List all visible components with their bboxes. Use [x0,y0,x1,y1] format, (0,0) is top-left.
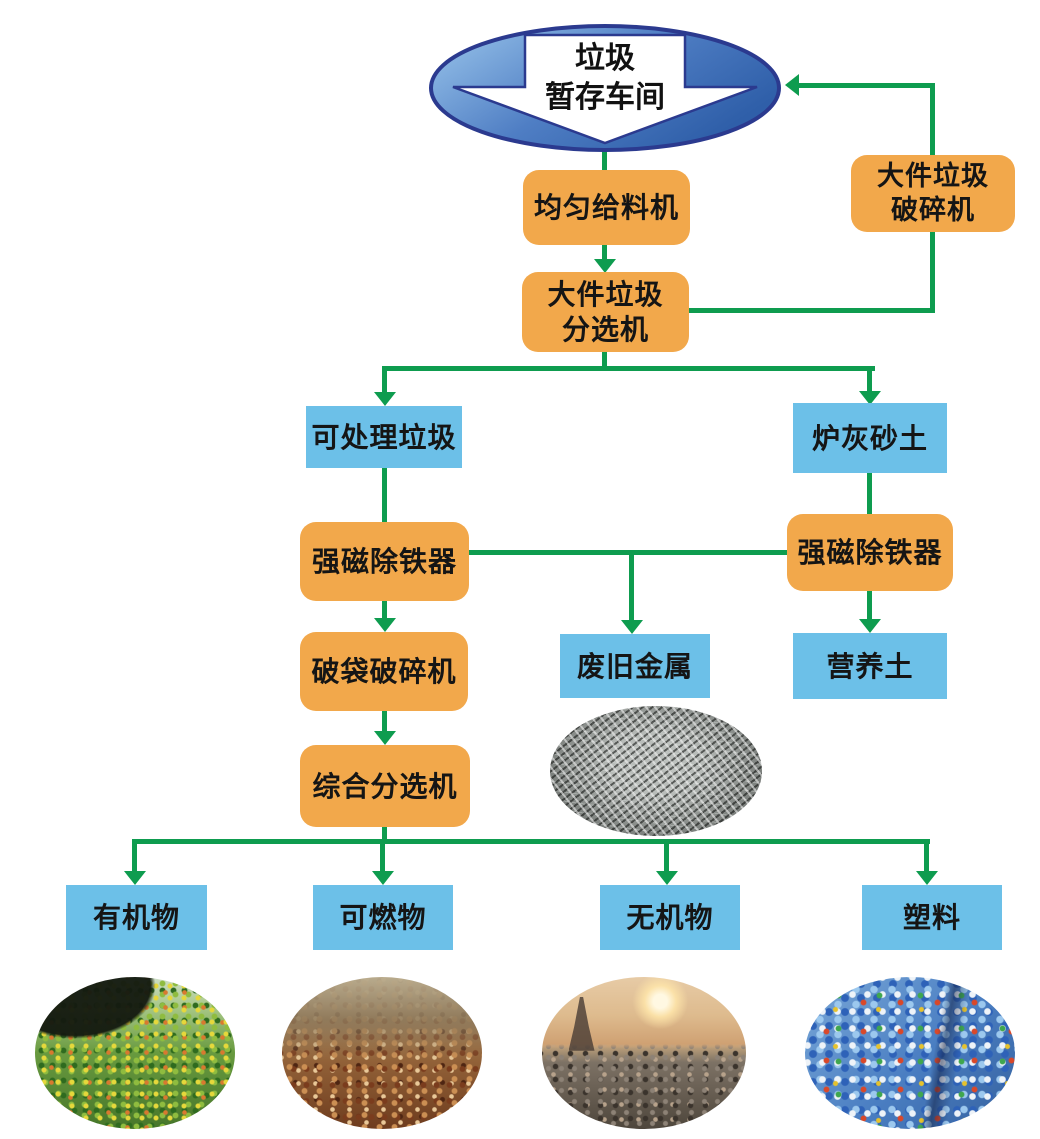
transmission-tower-silhouette [568,996,595,1051]
node-furnace-ash: 炉灰砂土 [793,403,947,473]
connector-ash-to-magnet [867,471,872,516]
connector-bag-to-comprehensive [382,709,387,731]
node-scrap-metal: 废旧金属 [560,634,710,698]
arrowhead-into-scrap-metal [621,620,643,634]
node-comprehensive-sorter: 综合分选机 [300,745,470,827]
connector-to-organic [132,839,137,871]
arrowhead-into-storage [785,74,799,96]
connector-to-plastic [924,839,929,871]
connector-to-scrap-metal [629,550,634,620]
node-magnet-separator-left: 强磁除铁器 [300,522,469,601]
connector-sorter-to-crusher-horizontal [688,308,935,313]
arrowhead-into-ash [859,391,881,405]
storage-workshop-label: 垃圾 暂存车间 [545,41,665,115]
scrap-metal-photo [550,706,762,836]
down-arrow-shape [452,33,758,145]
connector-sorter-down [602,350,607,371]
arrowhead-into-organic [124,871,146,885]
connector-to-processable [382,366,387,392]
node-inorganic-matter: 无机物 [600,885,740,950]
node-feeder: 均匀给料机 [523,170,690,245]
connector-branch-1 [383,366,875,371]
node-nutrient-soil: 营养土 [793,633,947,699]
arrowhead-into-nutrient [859,619,881,633]
organic-waste-photo [35,977,235,1129]
node-combustible-matter: 可燃物 [313,885,453,950]
arrowhead-into-processable [374,392,396,406]
node-bulky-waste-crusher: 大件垃圾 破碎机 [851,155,1015,232]
connector-storage-to-feeder [602,148,607,172]
connector-crusher-to-storage-horizontal [799,83,934,88]
arrowhead-into-combustible [372,871,394,885]
node-plastic: 塑料 [862,885,1002,950]
arrowhead-into-bag-crusher [374,618,396,632]
connector-processable-to-magnet [382,466,387,524]
connector-to-combustible [380,839,385,871]
connector-to-inorganic [664,839,669,871]
plastic-bottles-photo [805,977,1015,1129]
node-bulky-waste-sorter: 大件垃圾 分选机 [522,272,689,352]
node-bag-breaking-crusher: 破袋破碎机 [300,632,468,711]
connector-branch-2 [133,839,930,844]
connector-magnet-to-nutrient [867,589,872,619]
node-storage-workshop: 垃圾 暂存车间 [427,23,783,153]
connector-comprehensive-down [382,825,387,844]
combustible-leaves-photo [282,977,482,1129]
connector-to-ash [867,366,872,391]
node-magnet-separator-right: 强磁除铁器 [787,514,953,591]
connector-magnet-cross [466,550,790,555]
inorganic-landfill-photo [542,977,746,1129]
arrowhead-into-sorter [594,259,616,273]
node-processable-waste: 可处理垃圾 [306,406,462,468]
arrowhead-into-inorganic [656,871,678,885]
node-organic-matter: 有机物 [66,885,207,950]
connector-magnet-to-bag-crusher [382,599,387,618]
arrowhead-into-plastic [916,871,938,885]
connector-feeder-to-sorter [602,243,607,261]
storage-ellipse-graphic [429,24,781,152]
arrowhead-into-comprehensive [374,731,396,745]
